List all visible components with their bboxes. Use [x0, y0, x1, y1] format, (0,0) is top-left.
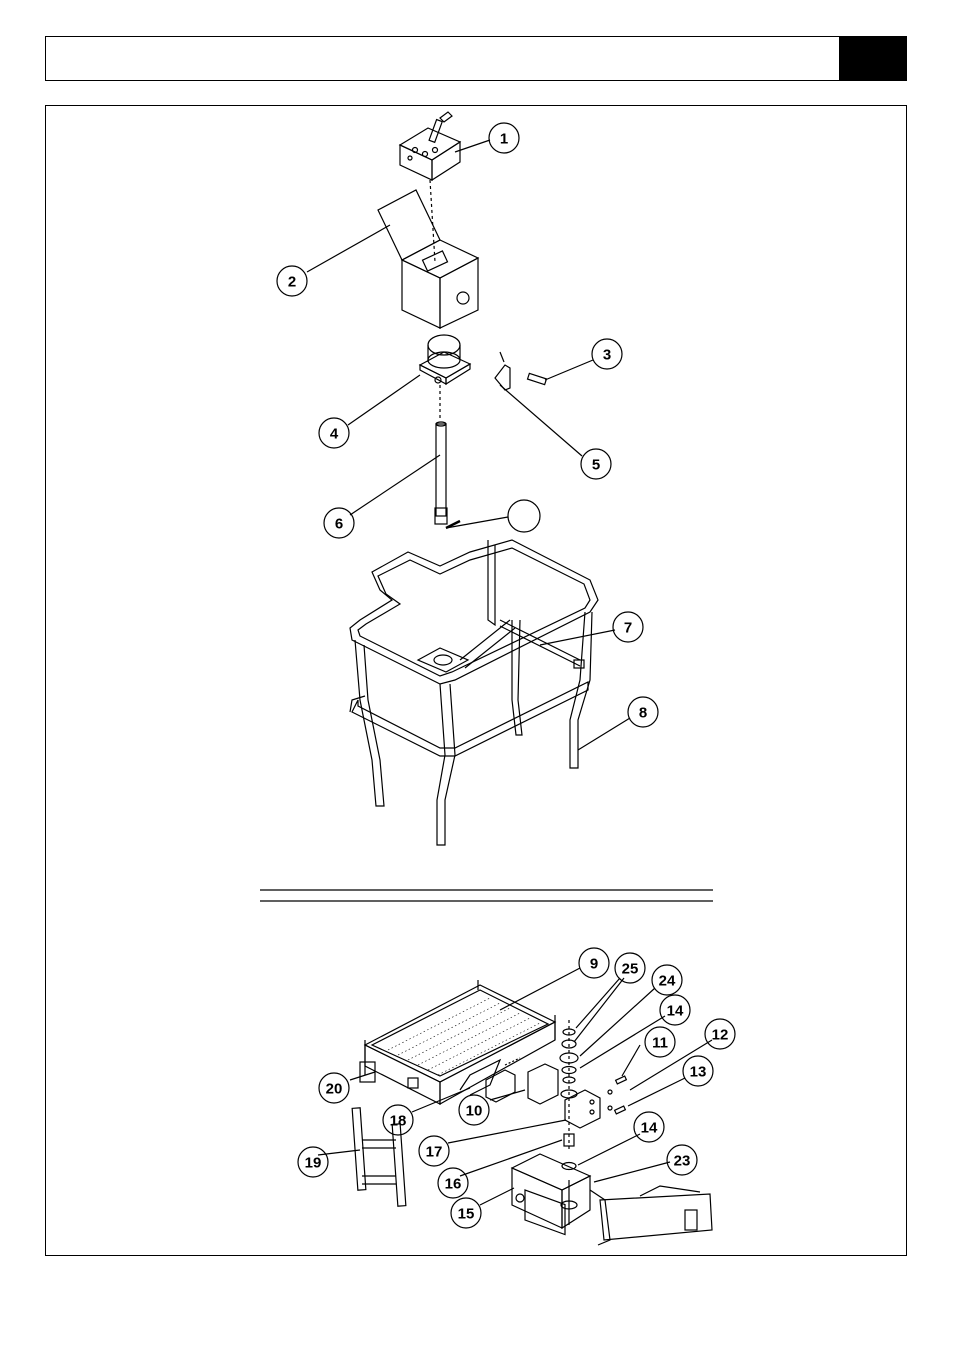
callout-label-5: 5: [592, 457, 600, 474]
callout-label-13: 13: [690, 1064, 707, 1081]
callout-label-11: 11: [652, 1035, 668, 1052]
callout-label-4: 4: [330, 426, 339, 443]
callout-label-18: 18: [390, 1113, 407, 1130]
callout-label-20: 20: [326, 1081, 343, 1098]
callout-label-17: 17: [426, 1144, 443, 1161]
bracket-pin-part: [495, 352, 546, 390]
cover-box-part: [378, 180, 478, 328]
callout-label-12: 12: [712, 1027, 729, 1044]
callout-label-14b: 14: [641, 1120, 658, 1137]
callout-label-15: 15: [458, 1206, 475, 1223]
motor-base-part: [420, 335, 470, 384]
callout-label-9: 9: [590, 956, 598, 973]
callout-label-1: 1: [500, 131, 508, 148]
control-box-part: [400, 112, 460, 180]
blank-callout-circle: [508, 500, 540, 532]
callout-label-10: 10: [466, 1103, 483, 1120]
platform-frame-part: [350, 540, 598, 845]
basket-tray-part: [360, 980, 555, 1104]
callout-label-2: 2: [288, 274, 296, 291]
callout-label-25: 25: [622, 961, 639, 978]
bolt-parts: [608, 1076, 626, 1114]
callout-label-24: 24: [659, 973, 676, 990]
callout-label-19: 19: [305, 1155, 322, 1172]
callout-label-16: 16: [445, 1176, 462, 1193]
callout-label-23: 23: [674, 1153, 691, 1170]
callout-label-3: 3: [603, 347, 611, 364]
callout-label-7: 7: [624, 620, 632, 637]
callout-label-8: 8: [639, 705, 647, 722]
callout-label-6: 6: [335, 516, 343, 533]
callout-label-14a: 14: [667, 1003, 684, 1020]
